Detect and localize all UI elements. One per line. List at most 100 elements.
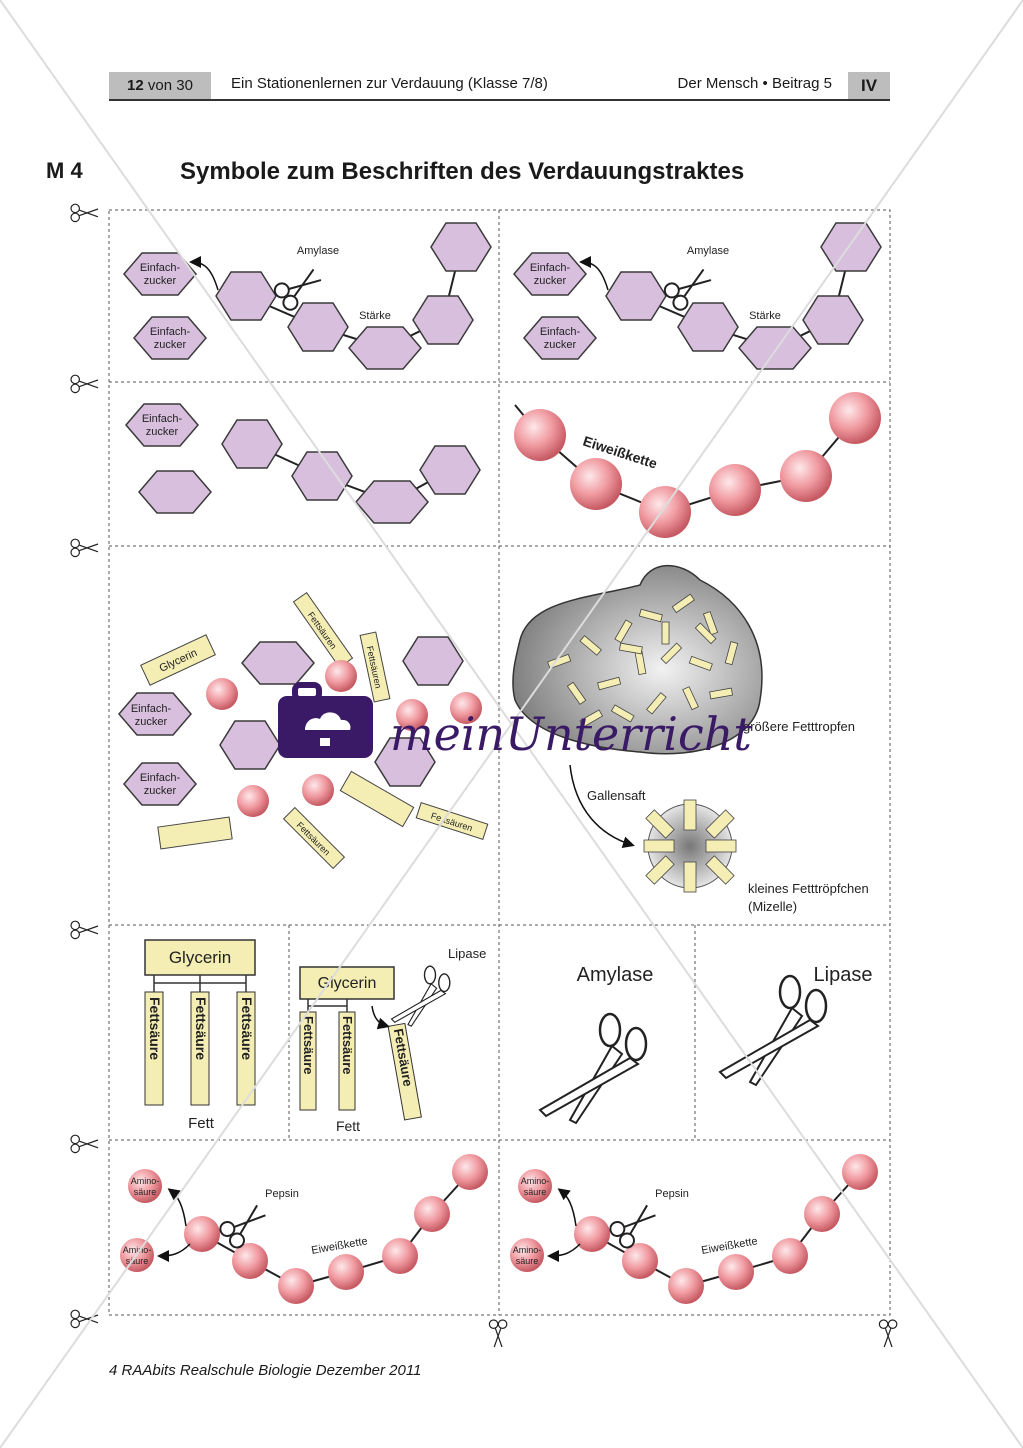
micelle-label: (Mizelle) xyxy=(748,899,797,914)
starch-hexagon xyxy=(412,295,474,345)
sugar-hexagon xyxy=(221,419,283,469)
amino-sphere xyxy=(514,409,566,461)
starch-label: Stärke xyxy=(359,310,391,322)
amino-sphere xyxy=(382,1238,418,1274)
card-lipase-label: Lipase xyxy=(718,964,873,1087)
sugar-label: zucker xyxy=(534,275,567,287)
amino-sphere xyxy=(328,1254,364,1290)
amylase-label: Amylase xyxy=(577,964,654,986)
fatty-acid-label: Fettsäure xyxy=(239,997,255,1060)
cut-lines xyxy=(108,209,891,1316)
sugar-hexagon xyxy=(138,470,212,514)
page-title: Symbole zum Beschriften des Verdauungstr… xyxy=(180,158,745,185)
footer: 4 RAAbits Realschule Biologie Dezember 2… xyxy=(109,1362,422,1379)
header-part: IV xyxy=(848,72,890,99)
card-fat-molecule: Glycerin Fettsäure Fettsäure Fettsäure F… xyxy=(144,939,256,1132)
amino-sphere xyxy=(639,486,691,538)
sugar-label: zucker xyxy=(144,785,177,797)
lipase-label: Lipase xyxy=(814,964,873,986)
page-header: 12 von 30 Ein Stationenlernen zur Verdau… xyxy=(109,72,890,101)
scissors-icon xyxy=(70,538,99,558)
card-fat-split: Glycerin Fettsäure Fettsäure Fettsäure L… xyxy=(299,946,486,1134)
sugar-label: zucker xyxy=(144,275,177,287)
amino-label: säure xyxy=(126,1256,149,1266)
fatty-acid-label: Fettsäure xyxy=(147,997,163,1060)
sugar-label: Einfach- xyxy=(140,262,181,274)
enzyme-label: Amylase xyxy=(687,245,729,257)
amino-sphere xyxy=(570,458,622,510)
sugar-label: zucker xyxy=(154,339,187,351)
material-label: M 4 xyxy=(46,158,83,183)
sugar-label: Einfach- xyxy=(142,413,183,425)
sugar-label: zucker xyxy=(544,339,577,351)
fat-molecules xyxy=(547,593,739,728)
starch-hexagon xyxy=(287,302,349,352)
starch-label: Stärke xyxy=(749,310,781,322)
card-pepsin-protein: Amino- säure Amino- säure Pepsin Eiweißk… xyxy=(120,1154,488,1304)
sugar-hexagon xyxy=(291,451,353,501)
header-section: Der Mensch • Beitrag 5 xyxy=(677,75,832,92)
amino-sphere xyxy=(302,774,334,806)
micelle-label: kleines Fetttröpfchen xyxy=(748,881,869,896)
card-amylase-label: Amylase xyxy=(538,964,654,1125)
big-droplet-label: größere Fetttropfen xyxy=(743,719,855,734)
fatty-acid-label: Fettsäure xyxy=(193,997,209,1060)
scissors-icon xyxy=(718,974,828,1087)
sugar-hexagon xyxy=(125,403,199,447)
enzyme-label: Lipase xyxy=(448,946,486,961)
page-number-box: 12 von 30 xyxy=(109,72,211,99)
scissors-icon xyxy=(606,1198,662,1252)
amino-sphere xyxy=(232,1243,268,1279)
amino-label: säure xyxy=(524,1187,547,1197)
glycerin-label: Glycerin xyxy=(318,975,377,992)
amino-sphere xyxy=(450,692,482,724)
chain-label: Eiweißkette xyxy=(700,1235,758,1257)
micelle-fatty-acids xyxy=(643,799,737,893)
amino-label: Amino- xyxy=(513,1245,542,1255)
sugar-label: Einfach- xyxy=(131,703,172,715)
page-count: von 30 xyxy=(147,77,193,94)
sugar-label: zucker xyxy=(146,426,179,438)
fatty-acid-label: Fettsäure xyxy=(340,1016,355,1075)
scissors-icon xyxy=(70,203,99,223)
starch-hexagon xyxy=(348,326,422,370)
scissors-icon xyxy=(70,1309,99,1329)
amino-label: säure xyxy=(134,1187,157,1197)
amino-label: säure xyxy=(516,1256,539,1266)
starch-hexagon xyxy=(215,271,277,321)
sugar-label: zucker xyxy=(135,716,168,728)
page-number: 12 xyxy=(127,77,144,94)
sugar-hexagon xyxy=(133,316,207,360)
amino-sphere xyxy=(128,1169,162,1203)
scissors-icon xyxy=(216,1198,272,1252)
sugar-label: Einfach- xyxy=(540,326,581,338)
amino-label: Amino- xyxy=(131,1176,160,1186)
enzyme-label: Amylase xyxy=(297,245,339,257)
sugar-label: Einfach- xyxy=(530,262,571,274)
sugar-hexagon xyxy=(219,720,281,770)
amino-sphere xyxy=(278,1268,314,1304)
sugar-hexagon xyxy=(241,641,315,685)
amino-sphere xyxy=(414,1196,450,1232)
scissors-icon xyxy=(70,1134,99,1154)
scissors-icon xyxy=(538,1012,648,1125)
amino-sphere xyxy=(206,678,238,710)
card-amylase-starch: Einfach- zucker Einfach- zucker Amylase … xyxy=(123,222,492,370)
starch-hexagon xyxy=(430,222,492,272)
amino-sphere xyxy=(325,660,357,692)
amino-sphere xyxy=(452,1154,488,1190)
amino-sphere xyxy=(237,785,269,817)
sugar-hexagon xyxy=(123,762,197,806)
amino-label: Amino- xyxy=(123,1245,152,1255)
scissors-icon xyxy=(70,920,99,940)
amino-label: Amino- xyxy=(521,1176,550,1186)
sugar-hexagon xyxy=(419,445,481,495)
glycerin-label: Glycerin xyxy=(169,948,231,967)
enzyme-label: Pepsin xyxy=(265,1188,299,1200)
scissors-icon xyxy=(488,1319,508,1348)
sugar-hexagon xyxy=(123,252,197,296)
card-bile-emulsion: größere Fetttropfen Gallensaft kleines F… xyxy=(512,564,869,914)
briefcase-cloud-icon xyxy=(278,682,373,758)
card-amylase-starch-copy: Einfach- zucker Einfach- zucker Amylase … xyxy=(513,222,882,370)
